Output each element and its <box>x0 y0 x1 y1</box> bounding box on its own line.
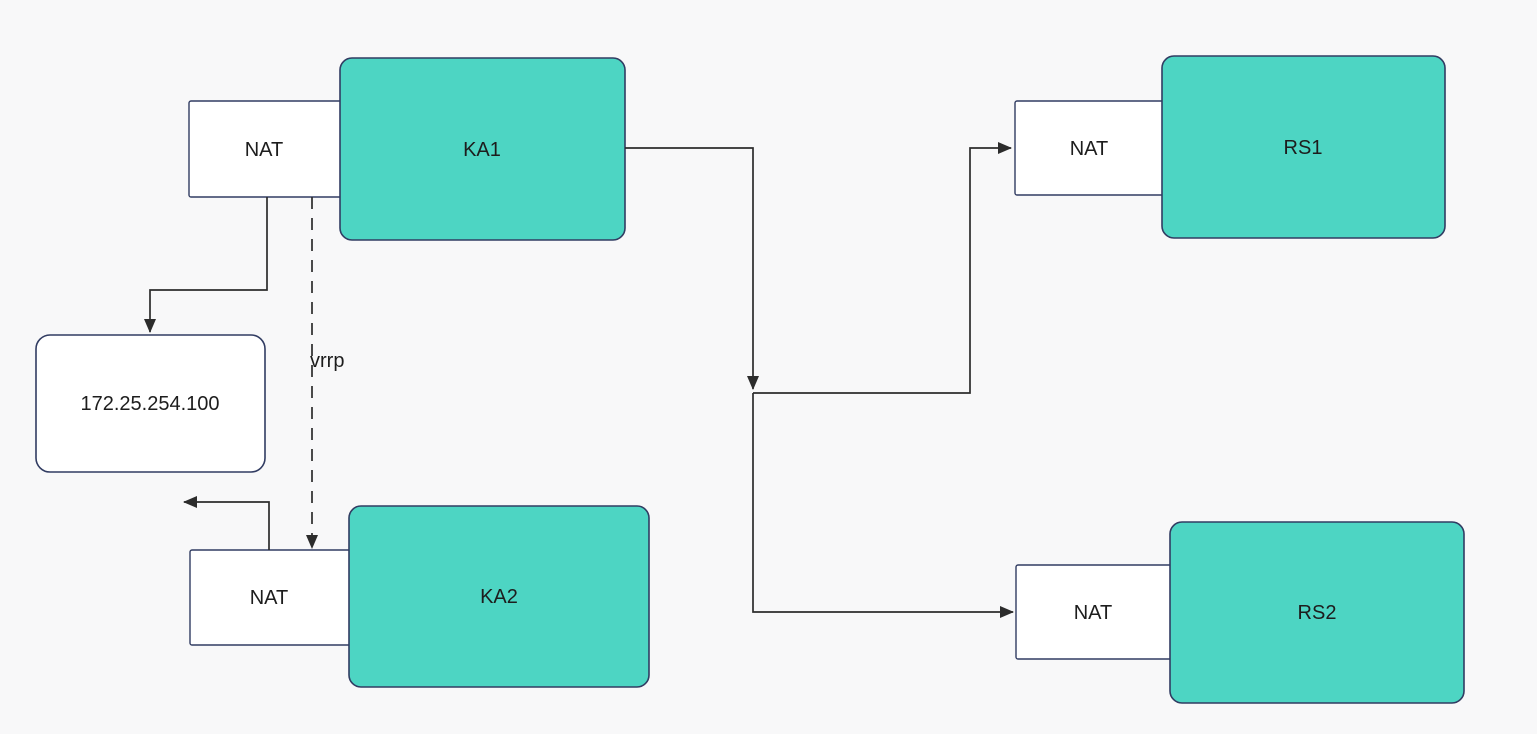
node-nat-ka1[interactable]: NAT <box>188 100 350 198</box>
node-nat-ka2[interactable]: NAT <box>189 549 356 646</box>
nat-rs2-label: NAT <box>1074 602 1113 624</box>
ka2-label: KA2 <box>480 586 518 608</box>
vip-shape <box>35 334 266 473</box>
rs2-label: RS2 <box>1298 602 1337 624</box>
nat-rs1-label: NAT <box>1070 138 1109 160</box>
node-nat-rs1[interactable]: NAT <box>1014 100 1171 196</box>
edge-junction-to-nat-rs1[interactable] <box>753 142 1012 394</box>
ka1-shape <box>339 57 626 241</box>
nat-ka2-label: NAT <box>250 587 289 609</box>
node-rs1[interactable]: RS1 <box>1161 55 1446 239</box>
rs1-label: RS1 <box>1284 137 1323 159</box>
edge-nat-ka1-to-vip[interactable] <box>144 197 268 333</box>
edge-ka1-to-junction[interactable] <box>625 147 759 390</box>
node-ka1[interactable]: KA1 <box>339 57 626 241</box>
vip-label: 172.25.254.100 <box>80 393 219 415</box>
ka1-label: KA1 <box>463 139 501 161</box>
edge-junction-to-nat-rs2[interactable] <box>752 393 1014 618</box>
edge-nat-ka2-out-left[interactable] <box>183 496 270 550</box>
node-ka2[interactable]: KA2 <box>348 505 650 688</box>
vrrp-edge-label: vrrp <box>310 350 344 372</box>
rs1-shape <box>1161 55 1446 239</box>
nat-ka1-label: NAT <box>245 139 284 161</box>
node-vip[interactable]: 172.25.254.100 <box>35 334 266 473</box>
node-rs2[interactable]: RS2 <box>1169 521 1465 704</box>
rs2-shape <box>1169 521 1465 704</box>
ka2-shape <box>348 505 650 688</box>
node-nat-rs2[interactable]: NAT <box>1015 564 1177 660</box>
